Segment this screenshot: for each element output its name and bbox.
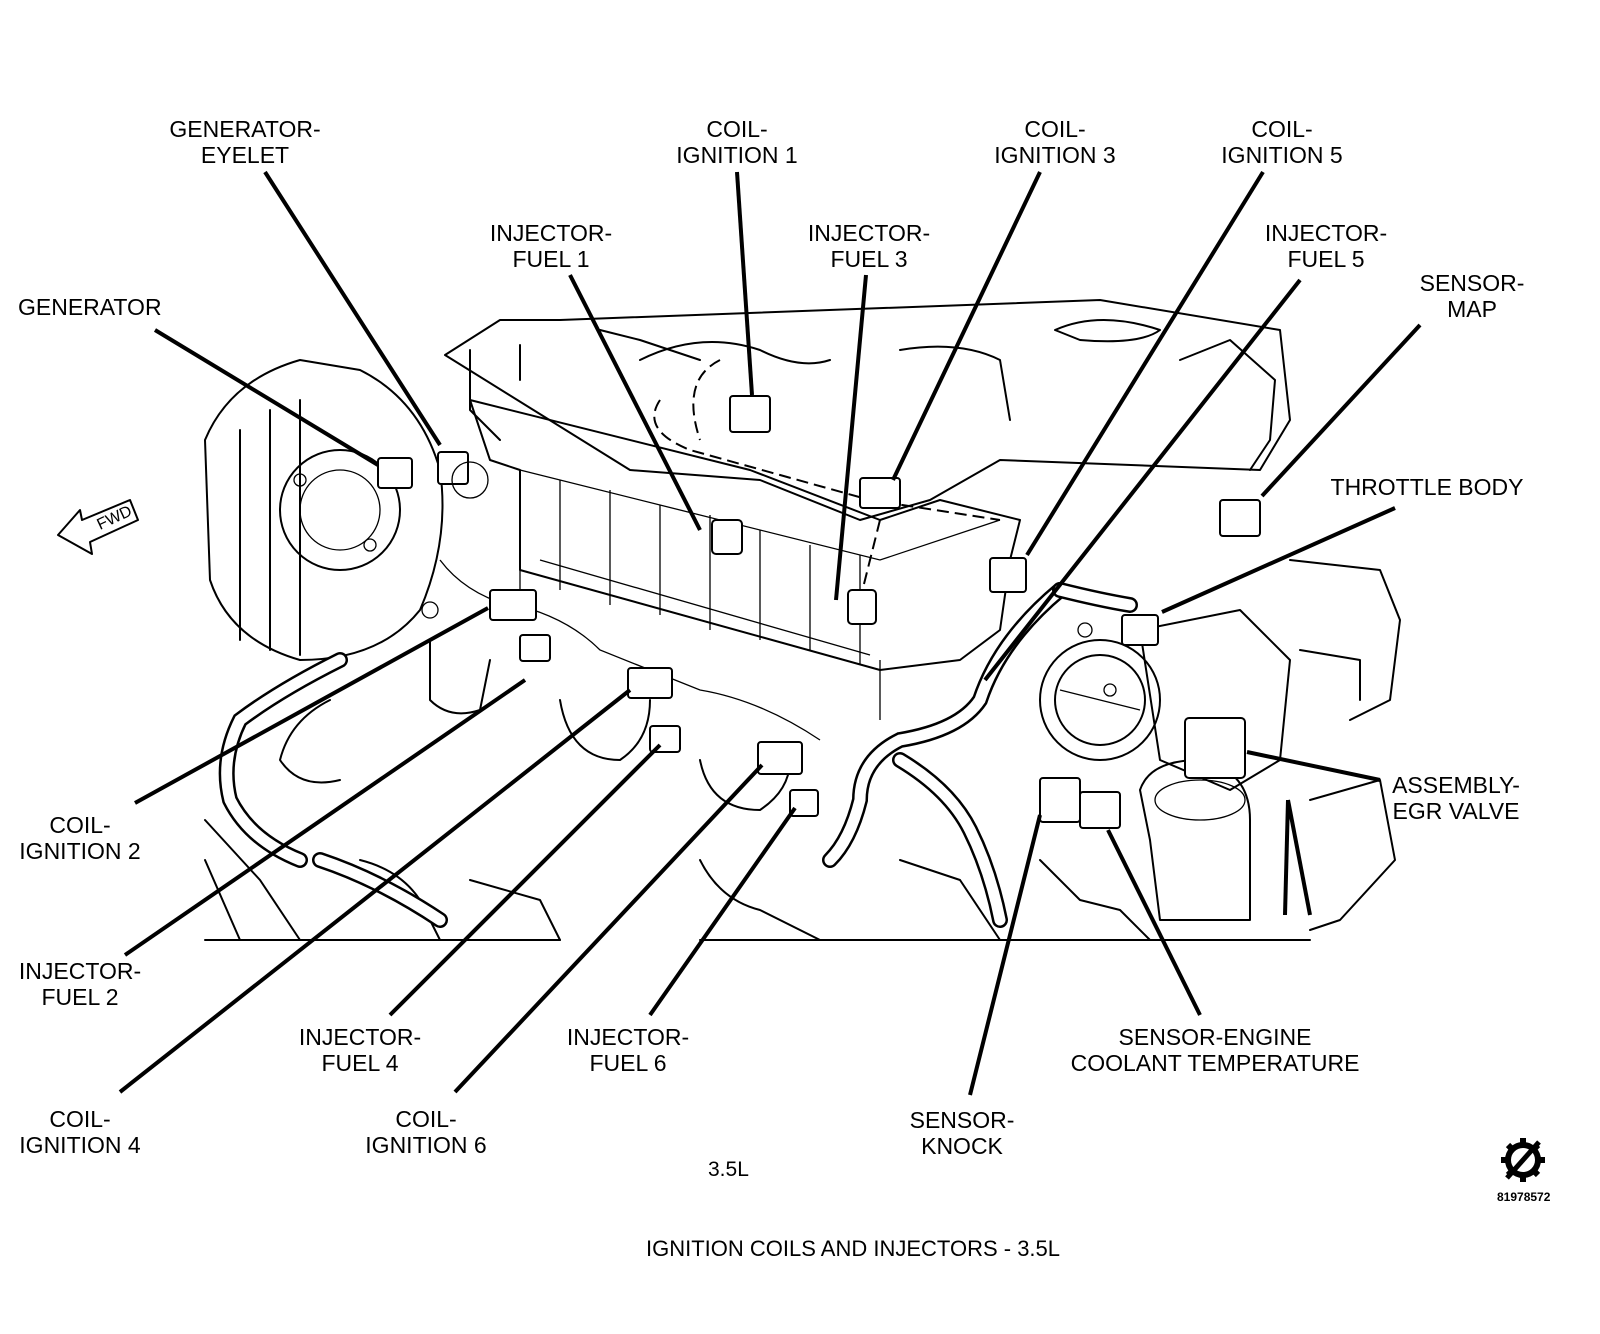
label-injector-fuel-5: INJECTOR-FUEL 5 bbox=[1264, 220, 1388, 272]
leader-coil-ignition-4 bbox=[118, 688, 632, 1094]
engine-illustration bbox=[204, 299, 1401, 941]
label-coil-ignition-6: COIL-IGNITION 6 bbox=[365, 1106, 487, 1158]
leader-injector-fuel-4 bbox=[388, 743, 662, 1017]
leader-coil-ignition-5 bbox=[1025, 170, 1265, 557]
forward-arrow-icon: FWD bbox=[57, 499, 139, 555]
label-injector-fuel-2: INJECTOR-FUEL 2 bbox=[18, 958, 142, 1010]
leader-injector-fuel-3 bbox=[834, 274, 868, 601]
label-coil-ignition-1: COIL-IGNITION 1 bbox=[676, 116, 798, 168]
leader-coil-ignition-2 bbox=[134, 606, 489, 805]
leader-throttle-body bbox=[1161, 506, 1396, 614]
leader-coil-ignition-6 bbox=[453, 763, 764, 1094]
leader-injector-fuel-5 bbox=[983, 278, 1302, 682]
label-coil-ignition-4: COIL-IGNITION 4 bbox=[19, 1106, 141, 1158]
leader-injector-fuel-2 bbox=[123, 678, 527, 957]
leader-sensor-ect bbox=[1106, 829, 1202, 1016]
leader-sensor-map bbox=[1260, 323, 1422, 498]
label-coil-ignition-3: COIL-IGNITION 3 bbox=[994, 116, 1116, 168]
label-coil-ignition-5: COIL-IGNITION 5 bbox=[1221, 116, 1343, 168]
leader-egr-valve bbox=[1246, 750, 1381, 782]
leader-coil-ignition-1 bbox=[735, 171, 754, 396]
label-generator-eyelet: GENERATOR-EYELET bbox=[169, 116, 321, 168]
label-injector-fuel-4: INJECTOR-FUEL 4 bbox=[298, 1024, 422, 1076]
leader-egr-valve-2 bbox=[1283, 799, 1290, 916]
label-injector-fuel-3: INJECTOR-FUEL 3 bbox=[807, 220, 931, 272]
gear-slash-icon bbox=[1501, 1138, 1545, 1182]
leader-coil-ignition-3 bbox=[891, 171, 1042, 481]
label-assembly-egr-valve: ASSEMBLY-EGR VALVE bbox=[1392, 772, 1520, 824]
figure-caption: IGNITION COILS AND INJECTORS - 3.5L bbox=[646, 1236, 1061, 1261]
label-generator: GENERATOR bbox=[18, 294, 162, 320]
leader-injector-fuel-1 bbox=[568, 274, 702, 531]
label-injector-fuel-1: INJECTOR-FUEL 1 bbox=[489, 220, 613, 272]
label-sensor-knock: SENSOR-KNOCK bbox=[909, 1107, 1015, 1159]
leader-egr-valve-3 bbox=[1286, 799, 1312, 916]
leader-sensor-knock bbox=[968, 814, 1042, 1096]
leader-generator-eyelet bbox=[263, 170, 442, 447]
leader-generator bbox=[153, 328, 380, 467]
label-sensor-map: SENSOR-MAP bbox=[1419, 270, 1525, 322]
figure-number: 81978572 bbox=[1497, 1190, 1551, 1204]
leader-injector-fuel-6 bbox=[648, 806, 797, 1017]
leader-lines bbox=[118, 170, 1422, 1096]
label-injector-fuel-6: INJECTOR-FUEL 6 bbox=[566, 1024, 690, 1076]
engine-label: 3.5L bbox=[708, 1158, 749, 1181]
label-throttle-body: THROTTLE BODY bbox=[1330, 474, 1524, 500]
label-coil-ignition-2: COIL-IGNITION 2 bbox=[19, 812, 141, 864]
